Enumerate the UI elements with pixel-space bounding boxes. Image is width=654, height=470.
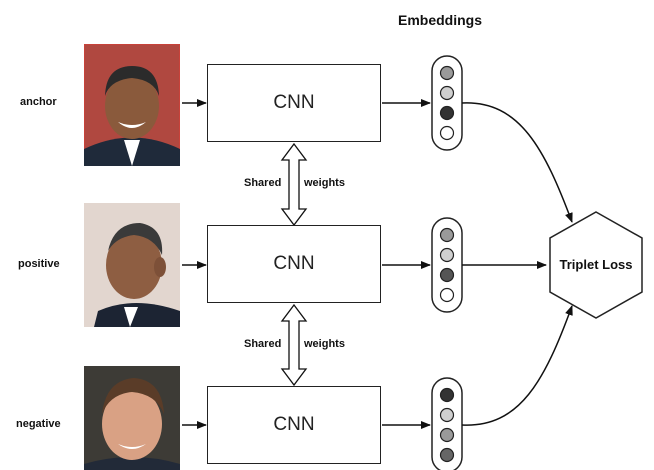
embedding-cell-positive-3 xyxy=(439,287,455,303)
anchor-photo xyxy=(84,44,180,166)
anchor-label: anchor xyxy=(20,96,57,108)
negative-photo xyxy=(84,366,180,470)
embedding-cell-positive-2 xyxy=(439,267,455,283)
negative-label: negative xyxy=(16,418,61,430)
embedding-cell-anchor-1 xyxy=(439,85,455,101)
cnn-box-anchor: CNN xyxy=(207,64,381,142)
arrow-anchor-embedding-to-loss xyxy=(461,102,573,223)
embedding-cell-anchor-3 xyxy=(439,125,455,141)
weights-label-2: weights xyxy=(304,338,345,350)
embedding-cell-negative-2 xyxy=(439,427,455,443)
embedding-cell-positive-0 xyxy=(439,227,455,243)
embedding-cell-positive-1 xyxy=(439,247,455,263)
cnn-box-negative: CNN xyxy=(207,386,381,464)
embedding-cell-negative-0 xyxy=(439,387,455,403)
shared-weights-arrow-1 xyxy=(280,142,308,227)
positive-label: positive xyxy=(18,258,60,270)
embedding-cell-anchor-2 xyxy=(439,105,455,121)
embedding-cell-anchor-0 xyxy=(439,65,455,81)
weights-label-1: weights xyxy=(304,177,345,189)
embedding-cell-negative-3 xyxy=(439,447,455,463)
triplet-loss-hexagon xyxy=(549,211,643,319)
cnn-box-positive: CNN xyxy=(207,225,381,303)
shared-label-1: Shared xyxy=(244,177,282,189)
positive-photo xyxy=(84,203,180,327)
arrow-negative-embedding-to-loss xyxy=(461,305,573,426)
embedding-cell-negative-1 xyxy=(439,407,455,423)
triplet-loss-label: Triplet Loss xyxy=(559,257,633,272)
shared-weights-arrow-2 xyxy=(280,303,308,387)
shared-label-2: Shared xyxy=(244,338,282,350)
embeddings-title: Embeddings xyxy=(398,12,483,28)
